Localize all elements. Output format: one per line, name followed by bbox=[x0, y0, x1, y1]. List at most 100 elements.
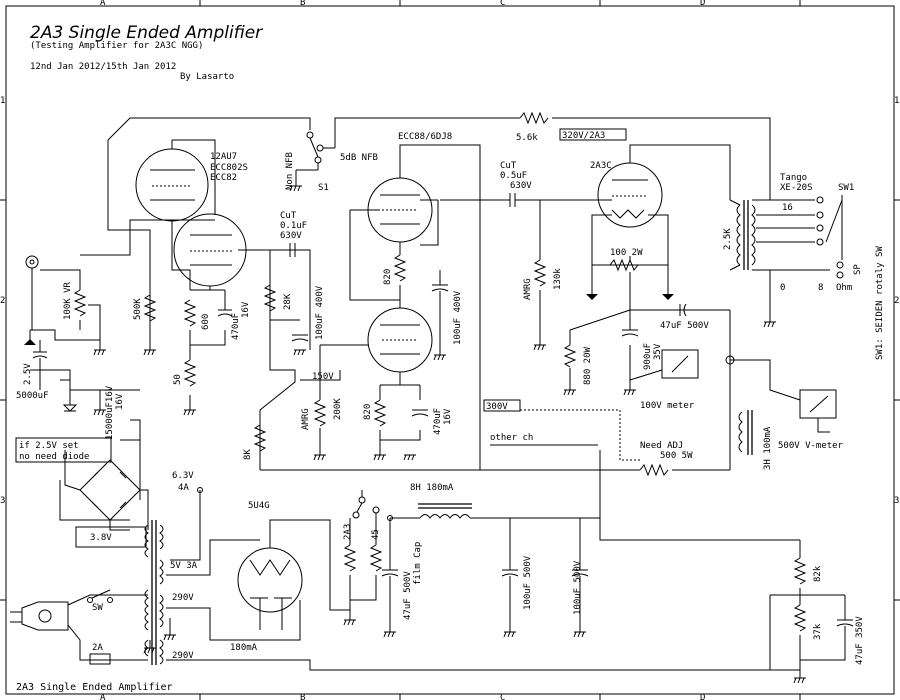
col-label-b-bottom: B bbox=[300, 693, 305, 700]
resistor-880-icon bbox=[563, 344, 577, 368]
note-box bbox=[15, 437, 112, 463]
drawing-frame bbox=[5, 5, 895, 695]
r600-label: 600 bbox=[201, 314, 211, 330]
resistor-500-5w-icon bbox=[639, 463, 669, 477]
b320-tag-icon bbox=[559, 128, 627, 141]
resistor-28k-icon bbox=[263, 284, 277, 312]
arrow-down-icon bbox=[586, 294, 598, 300]
c47-2-label: 47uF 350V bbox=[855, 616, 865, 665]
resistor-200k-icon bbox=[313, 399, 327, 427]
resistor-82k-icon bbox=[793, 557, 807, 585]
note2-label: no need diode bbox=[19, 452, 89, 462]
resistor-sel-1-icon bbox=[343, 544, 357, 572]
volume-pot-icon[interactable] bbox=[73, 289, 95, 317]
nfb-5db-label: 5dB NFB bbox=[340, 153, 378, 163]
row-label-2: 2 bbox=[0, 296, 5, 306]
v25-label: 2.5V bbox=[23, 363, 33, 385]
choke1-label: 3H 100mA bbox=[763, 426, 773, 470]
input-jack-icon[interactable] bbox=[25, 255, 39, 269]
r100-2w-label: 100 2W bbox=[610, 248, 643, 258]
capacitor-47uf-film-icon bbox=[381, 518, 399, 632]
tap16-label: 16 bbox=[782, 203, 793, 213]
resistor-500k-icon bbox=[143, 294, 157, 322]
r82k-label: 82k bbox=[813, 565, 823, 582]
selector-switch-icon[interactable] bbox=[352, 490, 380, 519]
junction-icon bbox=[725, 355, 735, 365]
meter-100v-icon bbox=[661, 349, 699, 379]
choke-out-wire bbox=[470, 517, 601, 540]
row-label-3-right: 3 bbox=[894, 496, 899, 506]
v5-label: 5V 3A bbox=[170, 561, 198, 571]
tube-ecc88 bbox=[367, 177, 433, 373]
wires-input-stage bbox=[30, 117, 311, 410]
c900-v-label: 35V bbox=[653, 343, 663, 360]
plus-arrow-icon bbox=[24, 339, 36, 345]
mains-wire-1 bbox=[67, 594, 148, 606]
hv-return-wire bbox=[166, 659, 801, 671]
row-label-2-right: 2 bbox=[894, 296, 899, 306]
drawing-author: By Lasarto bbox=[180, 72, 234, 82]
tap0-label: 0 bbox=[780, 283, 785, 293]
power-switch-icon[interactable] bbox=[87, 589, 113, 603]
choke-3h-icon bbox=[738, 410, 753, 455]
col-label-d-bottom: D bbox=[700, 693, 705, 700]
capacitor-470uf-2-icon bbox=[411, 409, 429, 417]
wires-output bbox=[569, 144, 731, 470]
bridge-rectifier-icon bbox=[59, 450, 149, 531]
tap8-label: 8 bbox=[818, 283, 823, 293]
fb-wire-right bbox=[552, 117, 771, 200]
resistor-50-icon bbox=[183, 359, 197, 387]
ohm-label: Ohm bbox=[836, 283, 852, 293]
capacitor-100uf-1-icon bbox=[291, 334, 309, 342]
capacitor-100uf-4-icon bbox=[571, 518, 589, 632]
fb-wire-left bbox=[334, 117, 520, 130]
resistor-820a-icon bbox=[393, 254, 407, 282]
heater-supply bbox=[29, 330, 141, 500]
xe-label: XE-20S bbox=[780, 183, 813, 193]
rect-out-wire bbox=[269, 519, 350, 611]
rect-filament-wire bbox=[166, 539, 260, 576]
resistor-sel-2-icon bbox=[369, 544, 383, 572]
col-label-c-bottom: C bbox=[500, 693, 505, 700]
s1-label: S1 bbox=[318, 183, 329, 193]
b300-tag-icon bbox=[483, 399, 521, 412]
sw-label: SW bbox=[92, 603, 103, 613]
c100-2-label: 100uF 400V bbox=[453, 290, 463, 345]
cut2-label: CuT bbox=[500, 161, 517, 171]
nfb-switch-label: Non NFB bbox=[285, 152, 295, 190]
tube-5u4g bbox=[237, 547, 303, 630]
col-label-d: D bbox=[700, 0, 705, 8]
b300-label: 300V bbox=[486, 402, 508, 412]
meter-500v-label: 500V V-meter bbox=[778, 441, 844, 451]
amrg2-label: AMRG bbox=[523, 278, 533, 300]
sp-label: SP bbox=[853, 264, 863, 275]
nfb-switch-s1-icon[interactable] bbox=[295, 130, 336, 186]
cut1-label: CuT bbox=[280, 211, 297, 221]
sw1-rotary-switch-icon[interactable] bbox=[816, 195, 844, 279]
capacitor-470uf-icon bbox=[217, 309, 233, 317]
capacitor-900uf-icon bbox=[621, 329, 639, 337]
c900-label: 900uF bbox=[643, 343, 653, 370]
col-label-a: A bbox=[100, 0, 106, 8]
arrow-down-icon-2 bbox=[662, 294, 674, 300]
vr-label: 100K VR bbox=[63, 281, 73, 320]
choke2-label: 8H 180mA bbox=[410, 483, 454, 493]
c47-film-label: 47uF 500V bbox=[403, 571, 413, 620]
r50-label: 50 bbox=[173, 374, 183, 385]
c470-2-v-label: 16V bbox=[443, 408, 453, 425]
b150-tag-icon bbox=[300, 370, 341, 381]
ac-plug-icon[interactable] bbox=[10, 601, 69, 631]
r28k-label: 28K bbox=[283, 293, 293, 310]
v290b-label: 290V bbox=[172, 651, 194, 661]
meter-500v-needle-icon bbox=[809, 395, 829, 413]
r8k-label: 8K bbox=[243, 449, 253, 460]
v63-label: 6.3V bbox=[172, 471, 194, 481]
r820a-label: 820 bbox=[383, 269, 393, 285]
input-jack-center-icon bbox=[29, 259, 35, 265]
amrg1-label: AMRG bbox=[301, 408, 311, 430]
capacitor-47uf-1-plate-icon bbox=[683, 303, 687, 317]
cut2-rating-label: 630V bbox=[510, 181, 532, 191]
c470-1-label: 470uF bbox=[231, 313, 241, 340]
fuse-label: 2A bbox=[92, 643, 103, 653]
